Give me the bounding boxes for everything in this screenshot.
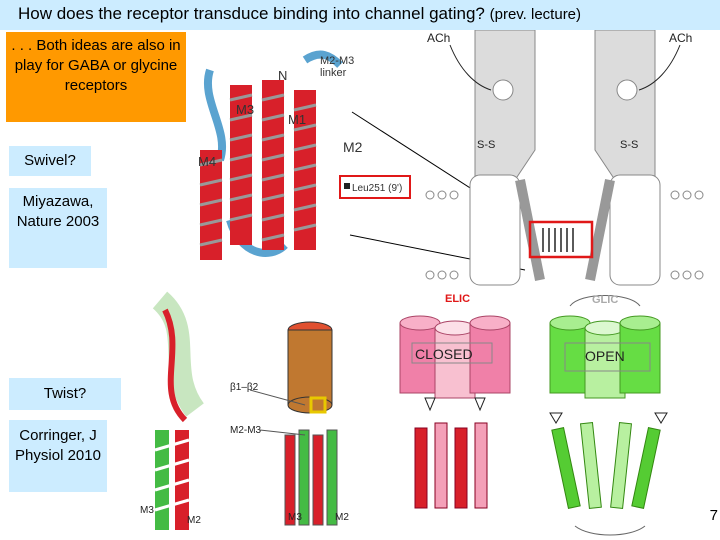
label-m3: M3 bbox=[236, 102, 254, 117]
swivel-label: Swivel? bbox=[24, 152, 76, 169]
membrane-lipids bbox=[425, 190, 704, 280]
label-m3-left: M3 bbox=[140, 505, 154, 516]
cylinder-domain bbox=[287, 321, 333, 414]
m2m3-pointer bbox=[259, 429, 306, 436]
ach-site-right bbox=[616, 79, 638, 101]
page-number: 7 bbox=[709, 507, 718, 524]
tm-right bbox=[609, 174, 661, 286]
helix-m4 bbox=[199, 150, 223, 260]
title-subtitle: (prev. lecture) bbox=[489, 6, 582, 23]
tm-rods bbox=[284, 429, 338, 526]
slide-title: How does the receptor transduce binding … bbox=[18, 4, 581, 24]
elic-glic-panel: ELIC GLIC CLOSED OPEN bbox=[399, 293, 668, 536]
swivel-box: Swivel? bbox=[9, 146, 91, 176]
glic-arrow-right bbox=[654, 412, 668, 424]
ach-arrow-left bbox=[449, 44, 492, 91]
ref-top-box: Miyazawa, Nature 2003 bbox=[9, 188, 107, 268]
label-m2-right: M2 bbox=[335, 512, 349, 523]
receptor-schematic: ACh ACh S-S S-S bbox=[425, 30, 704, 286]
helix-m1 bbox=[261, 80, 285, 250]
tm-left bbox=[469, 174, 521, 286]
ss-left-label: S-S bbox=[477, 139, 495, 151]
closed-label: CLOSED bbox=[415, 346, 473, 362]
open-label: OPEN bbox=[585, 348, 625, 364]
label-n: N bbox=[278, 68, 287, 83]
twist-box: Twist? bbox=[9, 378, 121, 410]
label-m2-left: M2 bbox=[187, 515, 201, 526]
twist-label: Twist? bbox=[43, 385, 87, 402]
blue-loop bbox=[302, 50, 343, 68]
leu-marker bbox=[344, 183, 350, 189]
top-structure-figure: M2-M3 linker N M3 M1 M4 M2 Leu251 (9') bbox=[198, 50, 411, 260]
ref-bottom-text: Corringer, J Physiol 2010 bbox=[15, 427, 101, 464]
glic-rods bbox=[551, 422, 661, 509]
label-leu: Leu251 (9') bbox=[352, 183, 402, 194]
label-m1: M1 bbox=[288, 112, 306, 127]
glic-bottom-rotation bbox=[574, 525, 646, 536]
label-m2m3: M2-M3 bbox=[320, 55, 354, 67]
gate-bars bbox=[542, 228, 574, 252]
tm-helices-left bbox=[154, 430, 190, 530]
label-m4: M4 bbox=[198, 154, 216, 169]
glic-arrow-left bbox=[549, 412, 563, 424]
open-label-box bbox=[564, 342, 651, 372]
ach-site-left bbox=[492, 79, 514, 101]
ach-arrow-right bbox=[638, 44, 681, 91]
gate-highlight-box bbox=[528, 220, 594, 259]
label-m2m3-bottom: M2-M3 bbox=[230, 425, 262, 436]
right-subunit bbox=[594, 30, 656, 181]
ss-right-label: S-S bbox=[620, 139, 638, 151]
label-linker: linker bbox=[320, 67, 347, 79]
left-subunit bbox=[474, 30, 536, 181]
note-text: . . . Both ideas are also in play for GA… bbox=[11, 37, 181, 94]
m2-helix-right bbox=[585, 179, 615, 281]
label-m3-right: M3 bbox=[288, 512, 302, 523]
bottom-structure-figure: β1–β2 M2-M3 M3 M2 M3 M2 bbox=[140, 291, 349, 530]
label-b1b2: β1–β2 bbox=[230, 382, 259, 393]
ach-right-label: ACh bbox=[669, 31, 692, 45]
helix-m3 bbox=[229, 85, 253, 245]
ref-bottom-box: Corringer, J Physiol 2010 bbox=[9, 420, 107, 492]
loop-highlight bbox=[309, 396, 327, 414]
elic-arrow-right bbox=[474, 397, 486, 412]
title-bar bbox=[0, 0, 720, 30]
ref-top-text: Miyazawa, Nature 2003 bbox=[16, 193, 100, 230]
leu-highlight-box bbox=[339, 175, 411, 199]
elic-arrow-left bbox=[424, 397, 436, 412]
glic-rotation-arrow bbox=[569, 295, 641, 307]
b1b2-pointer bbox=[249, 389, 306, 406]
elic-rods bbox=[414, 422, 488, 509]
note-box: . . . Both ideas are also in play for GA… bbox=[6, 32, 186, 122]
title-main: How does the receptor transduce binding … bbox=[18, 4, 485, 23]
ach-left-label: ACh bbox=[427, 31, 450, 45]
glic-label: GLIC bbox=[592, 294, 618, 306]
elic-label: ELIC bbox=[445, 293, 470, 305]
label-m2: M2 bbox=[343, 139, 363, 155]
ecd-ribbon bbox=[152, 291, 205, 417]
helix-m2 bbox=[293, 90, 317, 250]
glic-cylinders bbox=[549, 315, 661, 399]
ecd-ribbon-red bbox=[162, 308, 188, 423]
closed-label-box bbox=[411, 342, 493, 364]
